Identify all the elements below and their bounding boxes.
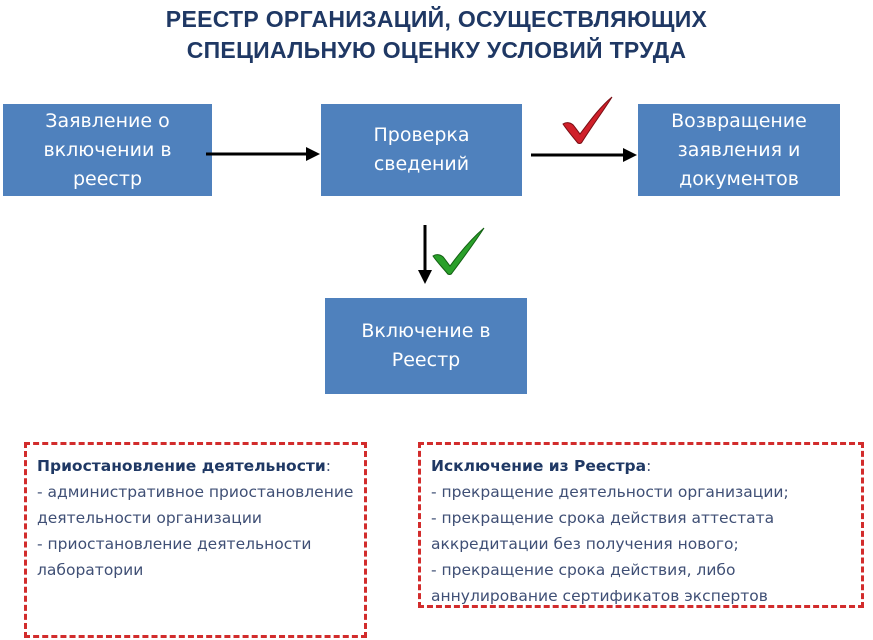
exclusion-item: - прекращение срока действия, либо аннул… (431, 561, 768, 605)
suspension-heading-row: Приостановление деятельности: (37, 453, 354, 479)
application-line-2: включении в (43, 138, 172, 161)
exclusion-heading-colon: : (646, 457, 652, 475)
application-line-1: Заявление о (45, 109, 170, 132)
exclusion-item: - прекращение деятельности организации; (431, 483, 789, 501)
suspension-heading-colon: : (325, 457, 331, 475)
application-line-3: реестр (72, 167, 142, 190)
check-box: Проверка сведений (321, 104, 522, 196)
checkmark-icon (432, 227, 485, 275)
exclusion-heading-row: Исключение из Реестра: (431, 453, 851, 479)
exclusion-panel: Исключение из Реестра: - прекращение дея… (418, 442, 864, 608)
arrow-check-to-return (531, 148, 637, 162)
suspension-item: - приостановление деятельности лаборатор… (37, 535, 312, 579)
include-line-2: Реестр (391, 349, 461, 371)
return-line-1: Возвращение (671, 109, 807, 132)
exclusion-heading: Исключение из Реестра (431, 457, 647, 475)
return-line-3: документов (679, 167, 799, 190)
checkmark-icon (562, 96, 613, 144)
include-box: Включение в Реестр (325, 298, 527, 394)
page-title: РЕЕСТР ОРГАНИЗАЦИЙ, ОСУЩЕСТВЛЯЮЩИХ СПЕЦИ… (0, 4, 873, 66)
application-box: Заявление о включении в реестр (3, 104, 212, 196)
suspension-panel: Приостановление деятельности: - админист… (24, 442, 367, 638)
arrow-application-to-check (206, 147, 320, 161)
suspension-heading: Приостановление деятельности (37, 457, 326, 475)
arrow-check-to-include (418, 225, 432, 284)
return-line-2: заявления и (677, 138, 801, 161)
title-line-2: СПЕЦИАЛЬНУЮ ОЦЕНКУ УСЛОВИЙ ТРУДА (186, 37, 687, 63)
title-line-1: РЕЕСТР ОРГАНИЗАЦИЙ, ОСУЩЕСТВЛЯЮЩИХ (165, 6, 708, 32)
check-line-2: сведений (373, 153, 470, 175)
check-line-1: Проверка (373, 124, 470, 146)
suspension-item: - административное приостановление деяте… (37, 483, 354, 527)
return-box: Возвращение заявления и документов (638, 104, 840, 196)
exclusion-item: - прекращение срока действия аттестата а… (431, 509, 775, 553)
include-line-1: Включение в (361, 320, 491, 342)
